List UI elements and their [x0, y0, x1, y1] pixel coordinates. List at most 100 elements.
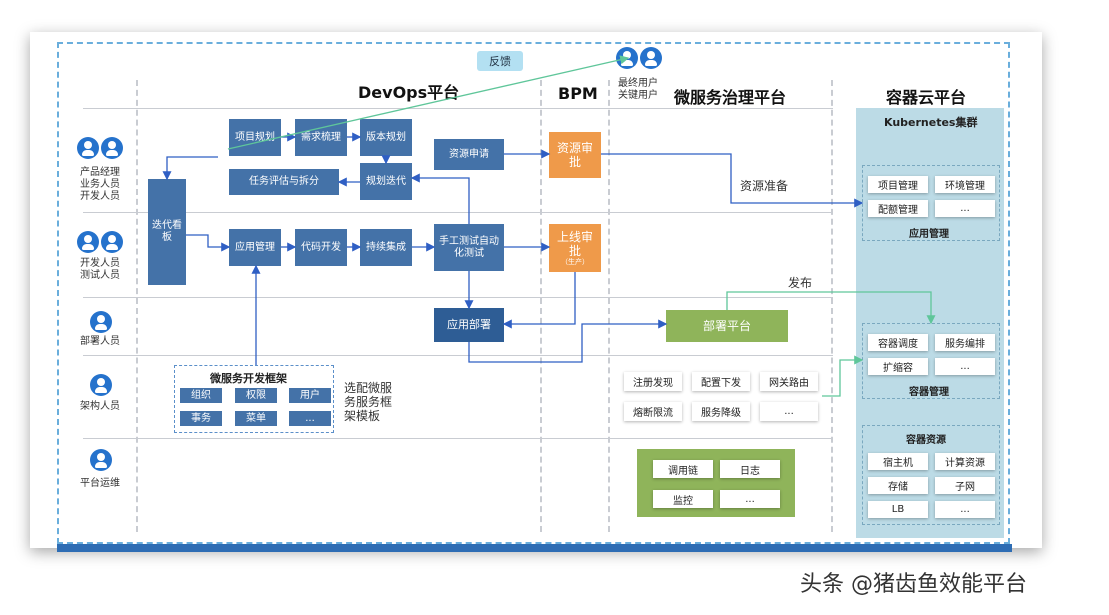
role-label-pm: 产品经理 业务人员 开发人员: [74, 167, 126, 203]
end-user-icon: [640, 47, 662, 69]
box-project-plan[interactable]: 项目规划: [229, 119, 281, 156]
framework-item[interactable]: 权限: [235, 388, 277, 403]
resource-item[interactable]: 子网: [935, 477, 995, 494]
role-icon: [90, 449, 112, 471]
box-requirement-sort[interactable]: 需求梳理: [295, 119, 347, 156]
bpm-title: BPM: [558, 84, 598, 103]
lane-separator: [83, 355, 833, 356]
box-version-plan[interactable]: 版本规划: [360, 119, 412, 156]
container-resource-title: 容器资源: [906, 435, 946, 446]
box-online-approval[interactable]: 上线审批 （生产）: [549, 224, 601, 272]
lane-separator: [83, 297, 833, 298]
box-deploy-platform[interactable]: 部署平台: [666, 310, 788, 342]
box-app-deploy[interactable]: 应用部署: [434, 308, 504, 342]
outer-frame: [57, 42, 1010, 544]
container-resource-group: [862, 425, 1000, 525]
role-icon: [90, 374, 112, 396]
lane-separator: [83, 108, 833, 109]
lane-separator: [83, 212, 833, 213]
box-resource-apply[interactable]: 资源申请: [434, 139, 504, 170]
resource-item[interactable]: 存储: [868, 477, 928, 494]
framework-item[interactable]: 事务: [180, 411, 222, 426]
column-separator: [540, 80, 542, 532]
framework-item[interactable]: 菜单: [235, 411, 277, 426]
k8s-title: Kubernetes集群: [884, 116, 978, 129]
publish-label: 发布: [788, 276, 813, 290]
box-app-management[interactable]: 应用管理: [229, 229, 281, 266]
bottom-band: [57, 544, 1012, 552]
container-mgmt-item[interactable]: 容器调度: [868, 334, 928, 351]
column-separator: [136, 80, 138, 532]
observability-item[interactable]: 监控: [653, 490, 713, 508]
role-icon: [101, 231, 123, 253]
box-resource-approval[interactable]: 资源审批: [549, 132, 601, 178]
role-text: 测试人员: [80, 270, 120, 281]
end-user-label: 最终用户 关键用户: [618, 78, 658, 102]
framework-item[interactable]: 组织: [180, 388, 222, 403]
box-testing[interactable]: 手工测试自动化测试: [434, 224, 504, 271]
role-icon: [77, 137, 99, 159]
box-code-dev[interactable]: 代码开发: [295, 229, 347, 266]
end-user-label-2: 关键用户: [618, 90, 658, 101]
box-task-eval[interactable]: 任务评估与拆分: [229, 169, 339, 195]
app-mgmt-item[interactable]: ...: [935, 200, 995, 217]
box-iteration-plan[interactable]: 规划迭代: [360, 163, 412, 200]
role-text: 开发人员: [80, 258, 120, 269]
role-text: 开发人员: [80, 191, 120, 202]
template-label: 选配微服务服务框架模板: [344, 381, 393, 423]
feedback-callout: 反馈: [477, 51, 523, 71]
role-text: 产品经理: [80, 167, 120, 178]
app-mgmt-item[interactable]: 项目管理: [868, 176, 928, 193]
governance-item[interactable]: 配置下发: [692, 372, 750, 391]
role-label-dev: 开发人员 测试人员: [74, 258, 126, 282]
role-text: 部署人员: [80, 336, 120, 347]
resource-item[interactable]: 宿主机: [868, 453, 928, 470]
role-icon: [90, 311, 112, 333]
app-mgmt-item[interactable]: 环境管理: [935, 176, 995, 193]
end-user-label-1: 最终用户: [618, 78, 658, 89]
container-mgmt-title: 容器管理: [909, 387, 949, 398]
framework-title: 微服务开发框架: [210, 372, 287, 385]
governance-item[interactable]: 熔断限流: [624, 402, 682, 421]
lane-separator: [83, 438, 833, 439]
container-mgmt-item[interactable]: 服务编排: [935, 334, 995, 351]
box-ci[interactable]: 持续集成: [360, 229, 412, 266]
app-mgmt-title: 应用管理: [909, 229, 949, 240]
observability-item[interactable]: 日志: [720, 460, 780, 478]
observability-item[interactable]: 调用链: [653, 460, 713, 478]
resource-item[interactable]: ...: [935, 501, 995, 518]
governance-item[interactable]: 网关路由: [760, 372, 818, 391]
role-text: 业务人员: [80, 179, 120, 190]
app-mgmt-item[interactable]: 配额管理: [868, 200, 928, 217]
role-text: 架构人员: [80, 401, 120, 412]
watermark: 头条 @猪齿鱼效能平台: [800, 572, 1027, 597]
role-label-arch: 架构人员: [74, 401, 126, 413]
governance-item[interactable]: 注册发现: [624, 372, 682, 391]
role-icon: [77, 231, 99, 253]
online-approval-label: 上线审批: [556, 229, 593, 258]
column-separator: [831, 80, 833, 532]
online-approval-note: （生产）: [561, 257, 589, 266]
governance-item[interactable]: 服务降级: [692, 402, 750, 421]
micro-title: 微服务治理平台: [674, 88, 787, 107]
framework-group: [174, 365, 334, 433]
box-iteration-board[interactable]: 迭代看板: [148, 179, 186, 285]
role-label-ops: 平台运维: [74, 478, 126, 490]
role-label-deploy: 部署人员: [74, 336, 126, 348]
devops-title: DevOps平台: [358, 83, 460, 102]
role-text: 平台运维: [80, 478, 120, 489]
container-mgmt-item[interactable]: ...: [935, 358, 995, 375]
observability-item[interactable]: ...: [720, 490, 780, 508]
role-icon: [101, 137, 123, 159]
framework-item[interactable]: ...: [289, 411, 331, 426]
resource-item[interactable]: LB: [868, 501, 928, 518]
column-separator: [608, 80, 610, 532]
resource-item[interactable]: 计算资源: [935, 453, 995, 470]
container-mgmt-item[interactable]: 扩缩容: [868, 358, 928, 375]
governance-item[interactable]: ...: [760, 402, 818, 421]
resource-prepare-label: 资源准备: [740, 179, 789, 193]
cloud-title: 容器云平台: [886, 88, 967, 107]
framework-item[interactable]: 用户: [289, 388, 331, 403]
